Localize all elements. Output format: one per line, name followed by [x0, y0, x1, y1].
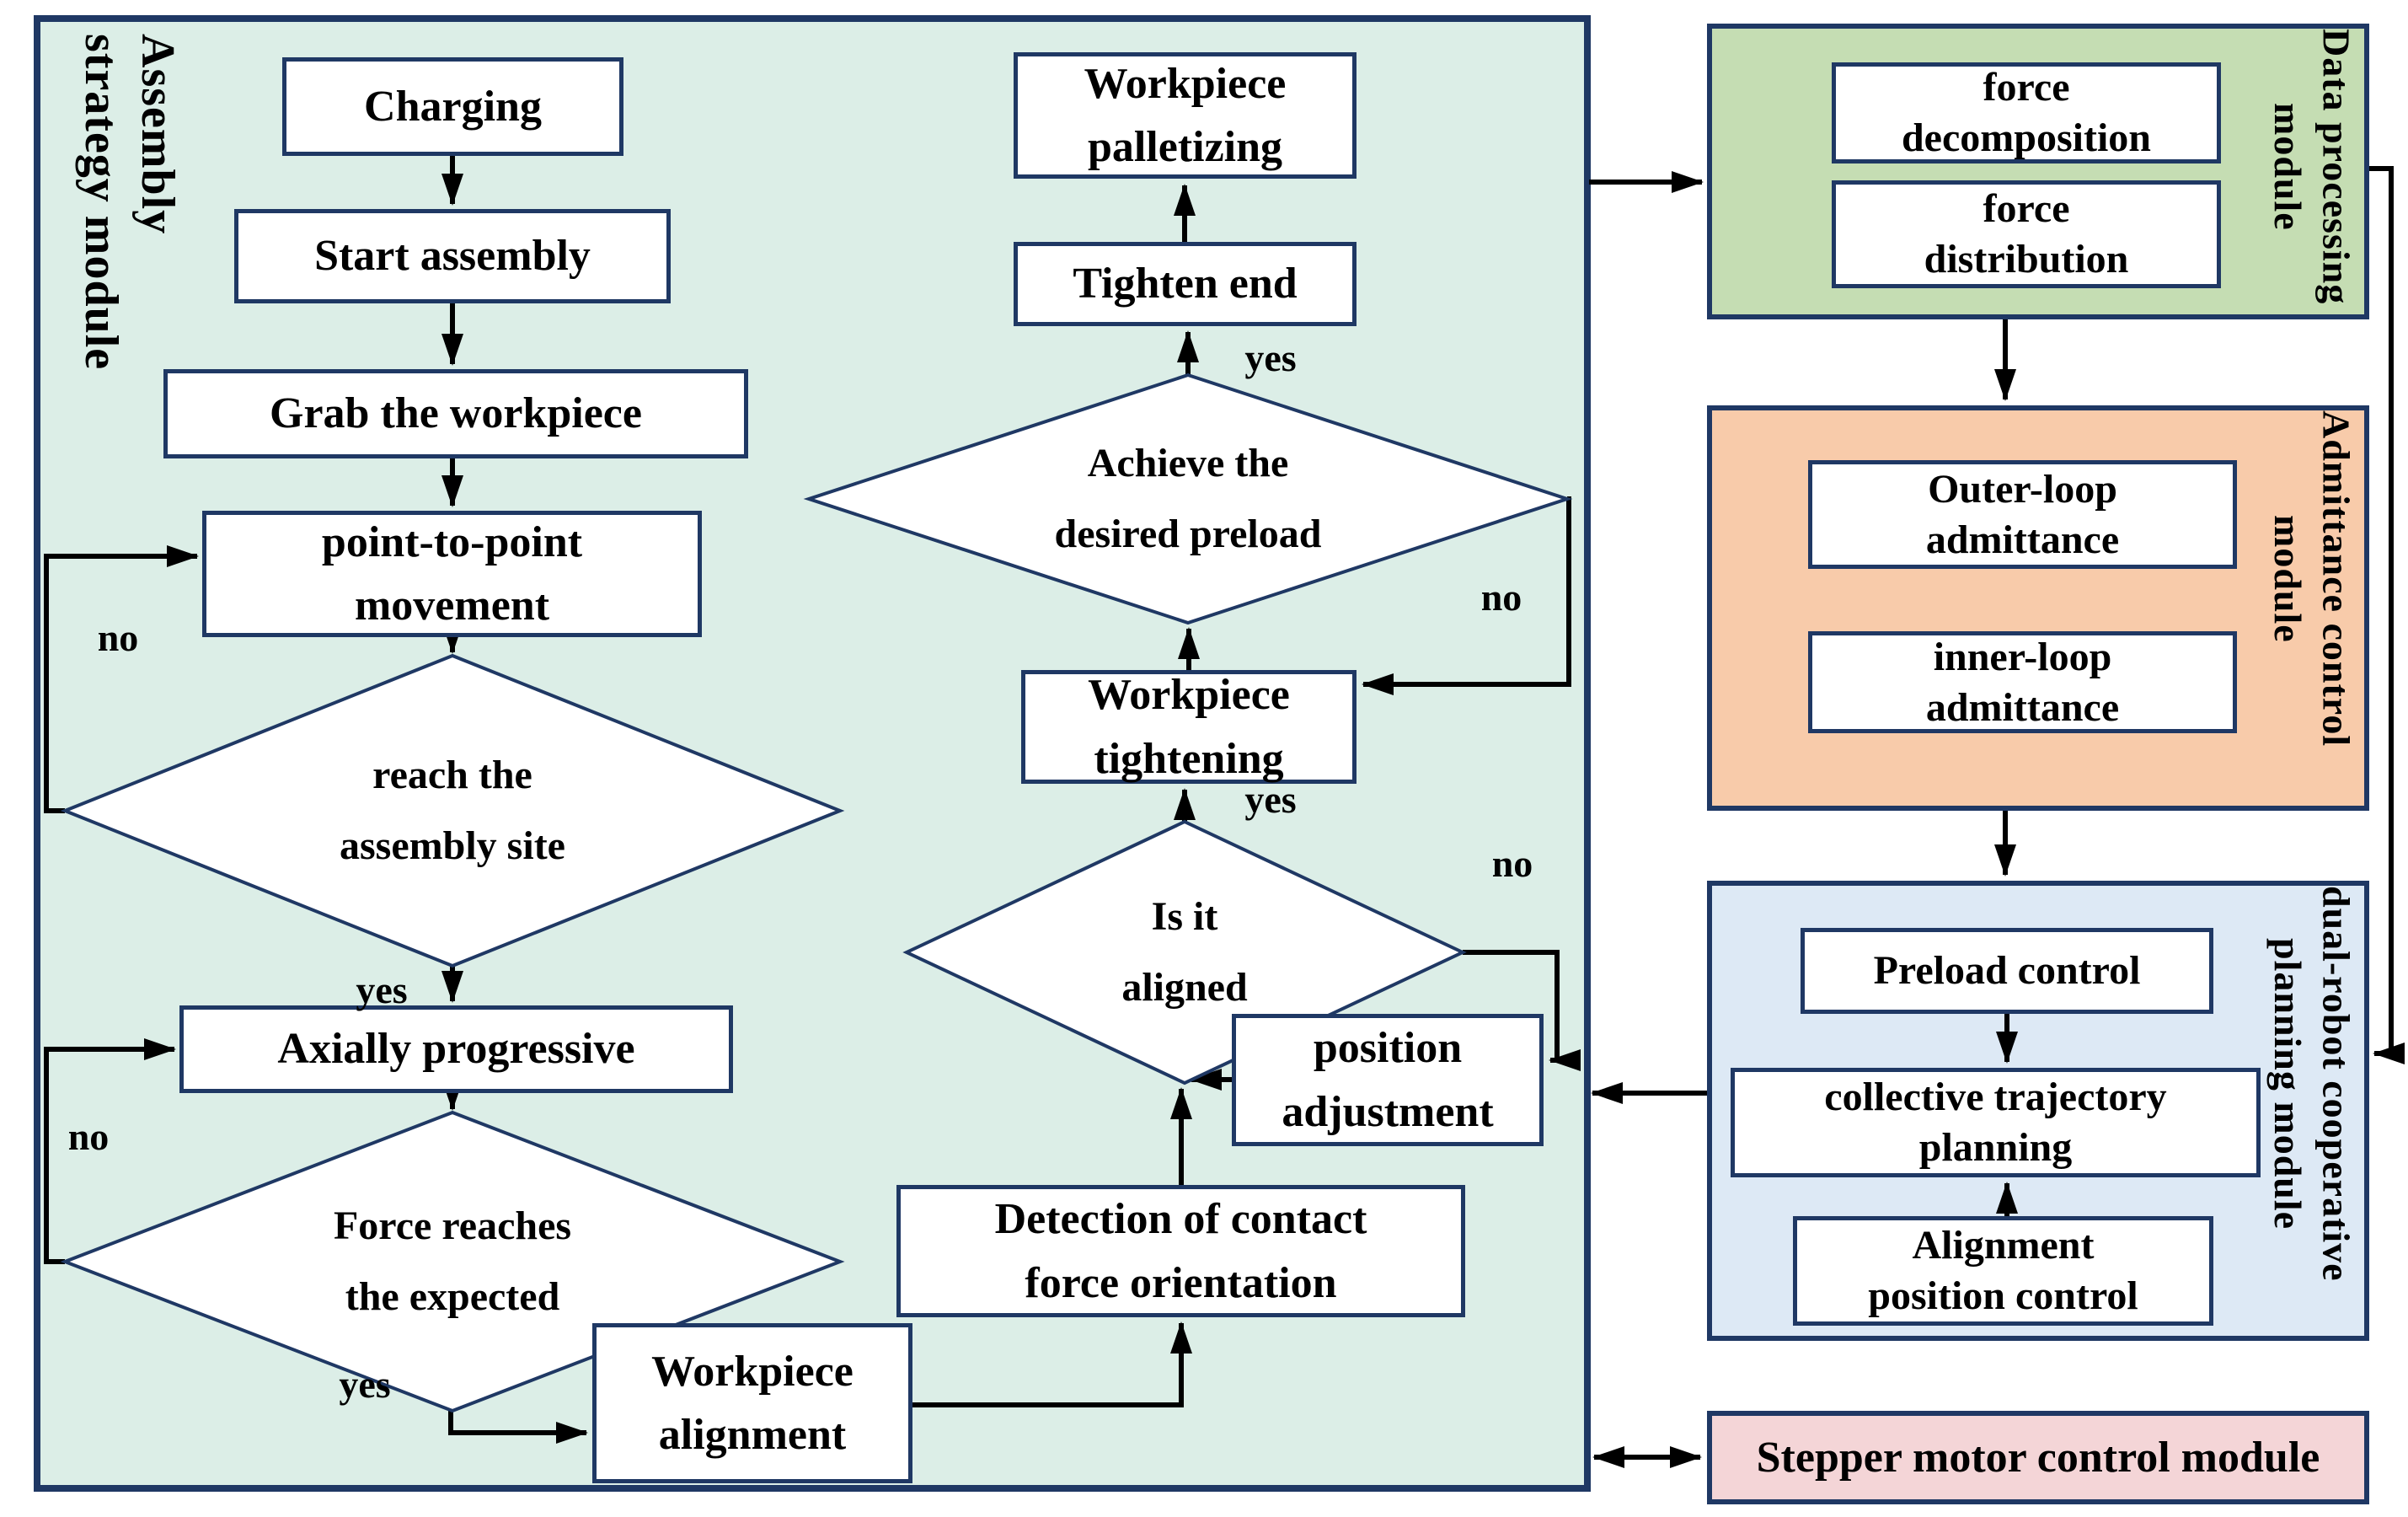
- module-stepper-motor: [1707, 1411, 2369, 1504]
- branch-no-preload: no: [1480, 576, 1522, 619]
- branch-no-aligned: no: [1491, 842, 1533, 885]
- node-force-distribution: force distribution: [1832, 180, 2221, 288]
- module-title-stepper-motor: Stepper motor control module: [1756, 1434, 2320, 1482]
- flow-node-point-to-point: point-to-point movement: [202, 511, 702, 637]
- flow-node-tighten-end: Tighten end: [1014, 242, 1357, 326]
- flow-node-workpiece-alignment: Workpiece alignment: [592, 1323, 912, 1483]
- flow-node-position-adjustment: position adjustment: [1232, 1014, 1544, 1146]
- module-title-data-processing: Data processing module: [2266, 29, 2358, 305]
- branch-yes-aligned: yes: [1244, 778, 1297, 821]
- module-title-admittance: Admittance control module: [2266, 410, 2358, 748]
- branch-no-reach: no: [97, 616, 139, 659]
- node-force-decomposition: force decomposition: [1832, 62, 2221, 163]
- connector-dataprocessing-to-dualrobot-right: [2369, 166, 2405, 1064]
- panel-title: Assembly strategy module: [74, 34, 184, 371]
- node-alignment-position-control: Alignment position control: [1793, 1216, 2213, 1326]
- node-outer-loop-admittance: Outer-loop admittance: [1808, 460, 2237, 569]
- flow-node-workpiece-tightening: Workpiece tightening: [1021, 670, 1357, 784]
- flow-node-axially-progressive: Axially progressive: [179, 1005, 733, 1093]
- branch-yes-force: yes: [339, 1363, 391, 1406]
- flow-node-start-assembly: Start assembly: [234, 209, 671, 303]
- branch-yes-reach: yes: [356, 968, 408, 1011]
- node-collective-trajectory-planning: collective trajectory planning: [1731, 1068, 2261, 1177]
- flow-node-charging: Charging: [282, 57, 623, 156]
- module-title-dual-robot: dual-robot cooperative planning module: [2266, 886, 2358, 1282]
- flow-node-workpiece-palletizing: Workpiece palletizing: [1014, 52, 1357, 179]
- flow-node-detection-contact-force: Detection of contact force orientation: [896, 1185, 1465, 1317]
- node-preload-control: Preload control: [1801, 928, 2213, 1014]
- node-inner-loop-admittance: inner-loop admittance: [1808, 631, 2237, 733]
- branch-yes-preload: yes: [1244, 336, 1297, 379]
- flow-node-grab-workpiece: Grab the workpiece: [163, 369, 748, 458]
- branch-no-force: no: [67, 1115, 110, 1158]
